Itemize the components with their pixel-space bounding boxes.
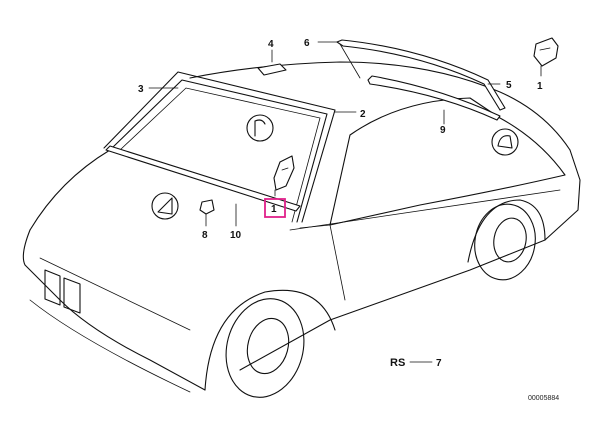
callout-9: 9	[440, 125, 446, 136]
callout-6: 6	[304, 38, 310, 49]
callout-3: 3	[138, 84, 144, 95]
part-8-clip	[199, 199, 215, 215]
reference-number: 00005884	[528, 395, 559, 402]
callout-2: 2	[360, 109, 366, 120]
detail-circles	[151, 114, 519, 220]
callout-4: 4	[268, 39, 274, 50]
callout-5: 5	[506, 80, 512, 91]
leader-lines	[148, 41, 542, 363]
callout-10: 10	[230, 230, 242, 241]
callout-1-right: 1	[537, 81, 543, 92]
windshield-molding	[103, 71, 336, 223]
lower-trim	[105, 145, 301, 212]
callout-8: 8	[202, 230, 208, 241]
callout-1-center: 1	[271, 204, 277, 215]
callout-7: 7	[436, 358, 442, 369]
car-body	[22, 61, 581, 398]
part-4-clip	[257, 63, 287, 76]
part-1-bracket-center	[273, 155, 295, 191]
part-1-bracket-right	[533, 37, 559, 67]
rs-label: RS	[390, 357, 405, 369]
roof-moldings	[336, 39, 506, 121]
highlight-box	[264, 198, 286, 218]
